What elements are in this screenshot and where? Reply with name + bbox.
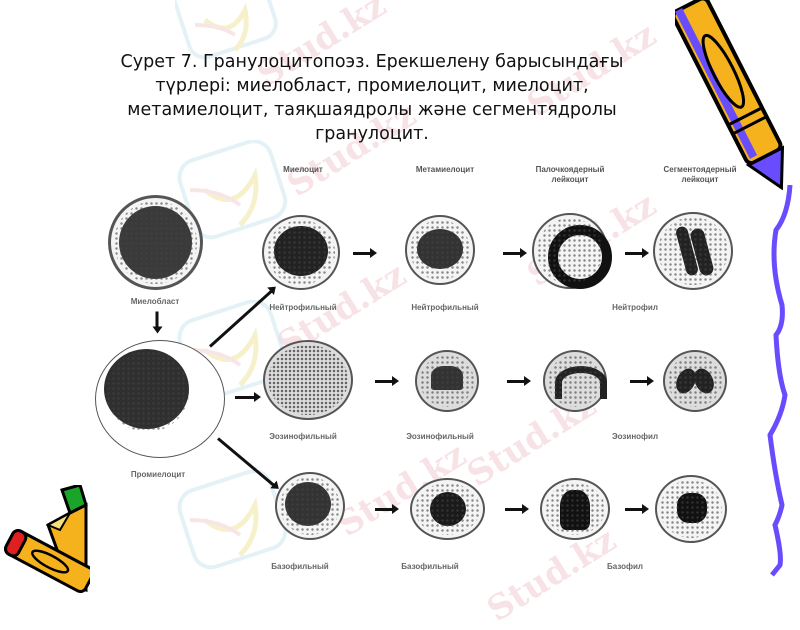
- stage-header-text: Метамиелоцит: [415, 165, 475, 174]
- arrow: [353, 248, 377, 258]
- eosinophilic-myelocyte-cell: [263, 340, 353, 420]
- wavy-line-decoration: [767, 185, 793, 577]
- myeloblast-label: Миелобласт: [130, 297, 180, 306]
- stage-header-segmented: Сегментоядерный лейкоцит: [645, 165, 755, 185]
- basophilic-myelocyte-cell: [275, 472, 345, 540]
- stage-header-text: Палочкоядерный: [535, 165, 605, 174]
- arrow-to-eosinophilic-myelocyte: [235, 392, 261, 402]
- stage-header-myelocyte: Миелоцит: [268, 165, 338, 175]
- slide: Stud.kz Stud.kz Stud.kz Stud.kz Stud.kz …: [0, 0, 800, 595]
- promyelocyte-cell: [95, 340, 225, 458]
- band-neutrophil-cell: [532, 213, 612, 289]
- basophilic-metamyelocyte-cell: [410, 478, 485, 540]
- arrow: [375, 504, 399, 514]
- arrow: [505, 504, 529, 514]
- band-eosinophil-cell: [543, 350, 607, 412]
- title-line: метамиелоцит, таяқшаядролы және сегментя…: [127, 100, 617, 120]
- eosinophil-label: Эозинофил: [611, 432, 659, 441]
- watermark: Stud.kz: [480, 520, 624, 630]
- arrow-to-neutrophilic-myelocyte: [208, 288, 275, 348]
- arrow: [625, 504, 649, 514]
- pencil-icon: [4, 485, 90, 594]
- arrow: [630, 376, 654, 386]
- arrow: [503, 248, 527, 258]
- basophilic-myelocyte-label: Базофильный: [271, 562, 329, 571]
- neutrophilic-metamyelocyte-label: Нейтрофильный: [411, 303, 479, 312]
- neutrophil-label: Нейтрофил: [612, 303, 658, 312]
- myeloblast-cell: [108, 195, 203, 290]
- arrow: [625, 248, 649, 258]
- eosinophilic-myelocyte-label: Эозинофильный: [269, 432, 337, 441]
- eosinophilic-metamyelocyte-label: Эозинофильный: [406, 432, 474, 441]
- segmented-neutrophil-cell: [653, 212, 733, 290]
- arrow: [507, 376, 531, 386]
- stage-header-text: лейкоцит: [551, 175, 589, 184]
- segmented-eosinophil-cell: [663, 350, 727, 412]
- arrow-to-basophilic-myelocyte: [217, 437, 277, 488]
- title-line: Сурет 7. Гранулоцитопоэз. Ерекшелену бар…: [120, 52, 624, 72]
- band-basophil-cell: [540, 478, 610, 540]
- stage-header-text: Миелоцит: [283, 165, 323, 174]
- title-line: гранулоцит.: [315, 124, 429, 144]
- neutrophilic-metamyelocyte-cell: [405, 215, 475, 285]
- stage-header-text: Сегментоядерный: [663, 165, 737, 174]
- pencil-icon: [675, 0, 785, 190]
- segmented-basophil-cell: [655, 475, 727, 543]
- stage-header-metamyelocyte: Метамиелоцит: [395, 165, 495, 175]
- stage-header-band: Палочкоядерный лейкоцит: [515, 165, 625, 185]
- eosinophilic-metamyelocyte-cell: [415, 350, 479, 412]
- neutrophilic-myelocyte-cell: [262, 215, 340, 290]
- stage-header-text: лейкоцит: [681, 175, 719, 184]
- arrow-down: [155, 311, 159, 330]
- neutrophilic-myelocyte-label: Нейтрофильный: [269, 303, 337, 312]
- title-line: түрлері: миелобласт, промиелоцит, миелоц…: [155, 76, 589, 96]
- promyelocyte-label: Промиелоцит: [130, 470, 186, 479]
- basophil-label: Базофил: [607, 562, 643, 571]
- basophilic-metamyelocyte-label: Базофильный: [401, 562, 459, 571]
- arrow: [375, 376, 399, 386]
- slide-title: Сурет 7. Гранулоцитопоэз. Ерекшелену бар…: [92, 50, 652, 146]
